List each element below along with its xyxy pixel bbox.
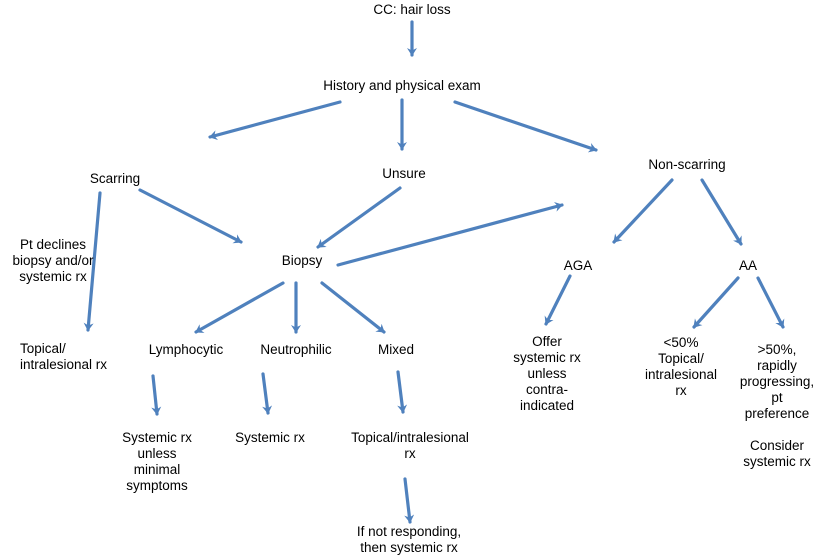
- arrow-aa-to-less50: [692, 276, 740, 329]
- arrow-mixed-outcome-to-not-responding: [403, 477, 415, 524]
- arrow-biopsy-to-mixed: [320, 281, 386, 334]
- node-biopsy: Biopsy: [281, 253, 323, 268]
- arrow-scarring-to-biopsy: [138, 188, 243, 244]
- arrow-aa-to-more50: [756, 276, 785, 329]
- node-less-50: <50% Topical/ intralesional rx: [644, 335, 718, 398]
- arrow-nonscarring-to-aa: [700, 178, 743, 246]
- node-aga: AGA: [563, 258, 593, 273]
- node-mixed-outcome: Topical/intralesional rx: [351, 430, 469, 461]
- arrow-aga-to-offer: [544, 274, 572, 326]
- arrow-lymphocytic-to-outcome: [151, 374, 162, 416]
- node-lymphocytic-outcome: Systemic rx unless minimal symptoms: [122, 430, 192, 493]
- node-non-scarring: Non-scarring: [648, 157, 726, 172]
- arrow-history-to-nonscarring: [453, 100, 598, 153]
- node-unsure: Unsure: [382, 166, 426, 181]
- node-neutrophilic: Neutrophilic: [260, 342, 332, 357]
- arrow-history-to-scarring: [208, 100, 342, 141]
- node-more-50: >50%, rapidly progressing, pt preference…: [739, 342, 815, 469]
- node-lymphocytic: Lymphocytic: [148, 342, 224, 357]
- node-mixed: Mixed: [377, 342, 415, 357]
- arrow-neutrophilic-to-outcome: [261, 372, 273, 415]
- arrow-biopsy-to-nonscarring: [336, 201, 564, 267]
- node-scarring: Scarring: [89, 171, 141, 186]
- node-neutrophilic-outcome: Systemic rx: [235, 430, 305, 445]
- node-aa: AA: [738, 258, 758, 273]
- node-chief-complaint: CC: hair loss: [373, 2, 451, 17]
- node-topical-intralesional-left: Topical/ intralesional rx: [20, 341, 108, 372]
- arrow-nonscarring-to-aga: [612, 178, 674, 244]
- node-history-exam: History and physical exam: [323, 78, 481, 93]
- arrow-unsure-to-biopsy: [316, 186, 402, 249]
- arrow-scarring-to-topical: [83, 191, 102, 332]
- node-offer-systemic: Offer systemic rx unless contra- indicat…: [513, 334, 581, 413]
- node-pt-declines: Pt declines biopsy and/or systemic rx: [12, 237, 94, 284]
- arrow-biopsy-to-lymphocytic: [194, 281, 285, 334]
- arrow-mixed-to-outcome: [396, 370, 408, 414]
- node-not-responding: If not responding, then systemic rx: [356, 524, 462, 555]
